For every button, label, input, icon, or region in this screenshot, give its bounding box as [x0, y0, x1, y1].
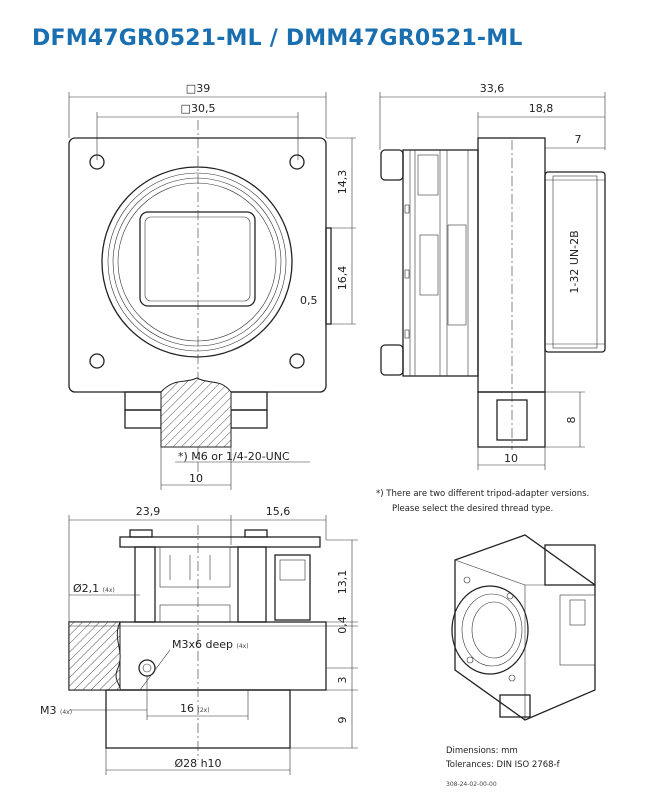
side-view	[379, 92, 606, 470]
isometric-view	[451, 534, 596, 721]
dim-step: 0,4	[336, 616, 349, 634]
dim-bottom-right: 15,6	[266, 505, 291, 518]
dim-9: 9	[336, 717, 349, 724]
thread-m3: M3 (4x)	[40, 704, 72, 717]
dim-adapter-height: 8	[565, 417, 578, 424]
hole-spacing: 16 (2x)	[180, 702, 210, 715]
dim-lens-depth: 7	[575, 133, 582, 146]
dim-right-mid: 16,4	[336, 266, 349, 291]
hole-diameter: Ø2,1 (4x)	[73, 582, 115, 595]
note-line-2: Please select the desired thread type.	[392, 504, 553, 514]
dim-outer-width: □39	[186, 82, 210, 95]
dim-adapter-offset: 10	[189, 472, 203, 485]
page-title: DFM47GR0521-ML / DMM47GR0521-ML	[32, 26, 523, 51]
dim-3: 3	[336, 677, 349, 684]
note-line-1: *) There are two different tripod-adapte…	[376, 489, 589, 499]
footer-tolerances: Tolerances: DIN ISO 2768-f	[445, 760, 561, 770]
dim-adapter-width: 10	[504, 452, 518, 465]
thread-note: *) M6 or 1/4-20-UNC	[178, 450, 290, 463]
dim-right-top: 14,3	[336, 170, 349, 195]
dim-offset: 0,5	[300, 294, 318, 307]
tap-label: M3x6 deep (4x)	[172, 638, 249, 651]
front-view	[68, 92, 356, 490]
dim-body-depth: 18,8	[529, 102, 554, 115]
dim-total-depth: 33,6	[480, 82, 505, 95]
footer-dimensions: Dimensions: mm	[446, 746, 518, 756]
dim-height: 13,1	[336, 570, 349, 595]
thread-label: 1-32 UN-2B	[568, 230, 581, 293]
dim-bottom-left: 23,9	[136, 505, 161, 518]
footer-code: 308-24-02-00-00	[446, 781, 497, 788]
dim-inner-width: □30,5	[181, 102, 216, 115]
lens-diameter: Ø28 h10	[174, 757, 221, 770]
bottom-view	[68, 515, 358, 775]
